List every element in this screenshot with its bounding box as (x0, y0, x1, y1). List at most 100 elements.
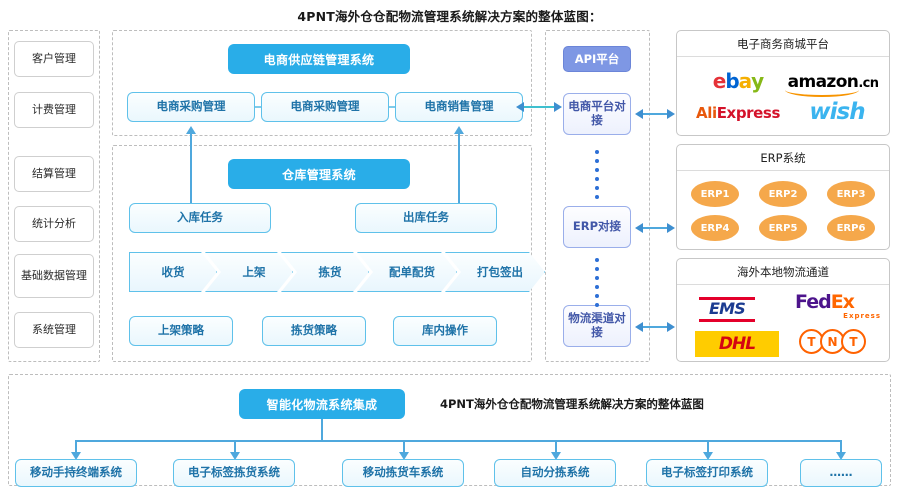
tree-trunk (321, 419, 323, 440)
arrow-down-icon (399, 452, 409, 460)
box-label: 电商平台对接 (568, 99, 626, 127)
ecommerce-sales-box[interactable]: 电商销售管理 (395, 92, 523, 122)
ecommerce-purchase-box-1[interactable]: 电商采购管理 (127, 92, 255, 122)
box-label: 上架策略 (158, 323, 204, 338)
ems-text: EMS (709, 299, 746, 318)
sidebar-item-billing[interactable]: 计费管理 (14, 92, 94, 128)
api-platform-header[interactable]: API平台 (563, 46, 631, 72)
sidebar-item-system[interactable]: 系统管理 (14, 312, 94, 348)
ems-logo: EMS (699, 295, 755, 323)
erp-item-5[interactable]: ERP5 (759, 215, 807, 241)
sidebar-item-basic-data[interactable]: 基础数据管理 (14, 254, 94, 298)
tree-branch (234, 440, 236, 454)
vertical-dots-separator-1 (595, 150, 599, 199)
erp-label: ERP2 (768, 188, 798, 200)
panel-title: 电子商务商城平台 (677, 31, 889, 57)
bottom-header-label: 智能化物流系统集成 (266, 397, 378, 412)
erp-item-3[interactable]: ERP3 (827, 181, 875, 207)
sidebar-item-label: 结算管理 (32, 166, 76, 180)
logistics-connector-box[interactable]: 物流渠道对接 (563, 305, 631, 347)
box-label: 库内操作 (422, 323, 468, 338)
arrow-down-icon (703, 452, 713, 460)
supply-chain-header-label: 电商供应链管理系统 (263, 52, 375, 67)
bottom-item-etag-print[interactable]: 电子标签打印系统 (646, 459, 768, 487)
ecommerce-purchase-box-2[interactable]: 电商采购管理 (261, 92, 389, 122)
arrow-down-icon (551, 452, 561, 460)
vertical-dots-separator-2 (595, 258, 599, 307)
connector-line-inbound (190, 131, 192, 215)
process-step-receive[interactable]: 收货 (129, 252, 217, 292)
connector-stub (389, 106, 395, 108)
erp-item-1[interactable]: ERP1 (691, 181, 739, 207)
picking-strategy-box[interactable]: 拣货策略 (262, 316, 366, 346)
bottom-item-handheld[interactable]: 移动手持终端系统 (15, 459, 137, 487)
sidebar-item-label: 客户管理 (32, 51, 76, 65)
api-platform-label: API平台 (574, 52, 620, 66)
sidebar-item-label: 计费管理 (32, 102, 76, 116)
process-step-sorting[interactable]: 配单配货 (357, 252, 457, 292)
box-label: 物流渠道对接 (568, 311, 626, 339)
bottom-caption: 4PNT海外仓仓配物流管理系统解决方案的整体蓝图 (440, 397, 704, 411)
bottom-item-auto-sorting[interactable]: 自动分拣系统 (494, 459, 616, 487)
erp-label: ERP6 (836, 222, 866, 234)
sidebar-item-customer[interactable]: 客户管理 (14, 41, 94, 77)
page-title: 4PNT海外仓仓配物流管理系统解决方案的整体蓝图： (297, 9, 602, 24)
connector-line-outbound (458, 131, 460, 215)
sidebar-item-statistics[interactable]: 统计分析 (14, 206, 94, 242)
box-label: 移动拣货车系统 (362, 465, 444, 480)
dhl-text: DHL (718, 334, 756, 354)
box-label: 移动手持终端系统 (30, 465, 122, 480)
erp-label: ERP4 (700, 222, 730, 234)
tree-branch (403, 440, 405, 454)
bottom-item-pick-cart[interactable]: 移动拣货车系统 (342, 459, 464, 487)
inventory-ops-box[interactable]: 库内操作 (393, 316, 497, 346)
tree-branch (840, 440, 842, 454)
ecommerce-connector-box[interactable]: 电商平台对接 (563, 93, 631, 135)
connector-line (524, 106, 556, 108)
arrow-down-icon (71, 452, 81, 460)
panel-title: 海外本地物流通道 (677, 259, 889, 285)
fedex-sub-text: Express (843, 312, 881, 320)
bottom-header[interactable]: 智能化物流系统集成 (239, 389, 405, 419)
connector-stub (255, 106, 261, 108)
box-label: ERP对接 (572, 219, 622, 234)
outbound-task-box[interactable]: 出库任务 (355, 203, 497, 233)
step-label: 上架 (242, 265, 266, 279)
fedex-logo: FedEx Express (795, 291, 881, 321)
putaway-strategy-box[interactable]: 上架策略 (129, 316, 233, 346)
panel-title: ERP系统 (677, 145, 889, 171)
arrow-left-icon (635, 322, 643, 332)
step-label: 打包签出 (477, 265, 523, 279)
warehouse-header[interactable]: 仓库管理系统 (228, 159, 410, 189)
connector-line (639, 326, 671, 328)
supply-chain-header[interactable]: 电商供应链管理系统 (228, 44, 410, 74)
dhl-logo: DHL (695, 331, 779, 357)
arrow-right-icon (667, 322, 675, 332)
sidebar-item-settlement[interactable]: 结算管理 (14, 156, 94, 192)
inbound-task-box[interactable]: 入库任务 (129, 203, 271, 233)
erp-system-panel: ERP系统 ERP1 ERP2 ERP3 ERP4 ERP5 ERP6 (676, 144, 890, 250)
arrow-right-icon (667, 223, 675, 233)
erp-item-2[interactable]: ERP2 (759, 181, 807, 207)
sidebar-item-label: 统计分析 (32, 216, 76, 230)
erp-connector-box[interactable]: ERP对接 (563, 206, 631, 248)
box-label: 出库任务 (403, 210, 449, 225)
arrow-down-icon (836, 452, 846, 460)
erp-item-6[interactable]: ERP6 (827, 215, 875, 241)
process-step-packing[interactable]: 打包签出 (445, 252, 545, 292)
erp-item-4[interactable]: ERP4 (691, 215, 739, 241)
box-label: 电商采购管理 (156, 99, 226, 114)
connector-line (639, 227, 671, 229)
bottom-item-etag-picking[interactable]: 电子标签拣货系统 (173, 459, 295, 487)
arrow-up-icon (454, 126, 464, 134)
step-label: 拣货 (318, 265, 342, 279)
panel-body: ERP1 ERP2 ERP3 ERP4 ERP5 ERP6 (677, 171, 889, 248)
box-label: 电商采购管理 (290, 99, 360, 114)
bottom-item-more[interactable]: …… (800, 459, 882, 487)
